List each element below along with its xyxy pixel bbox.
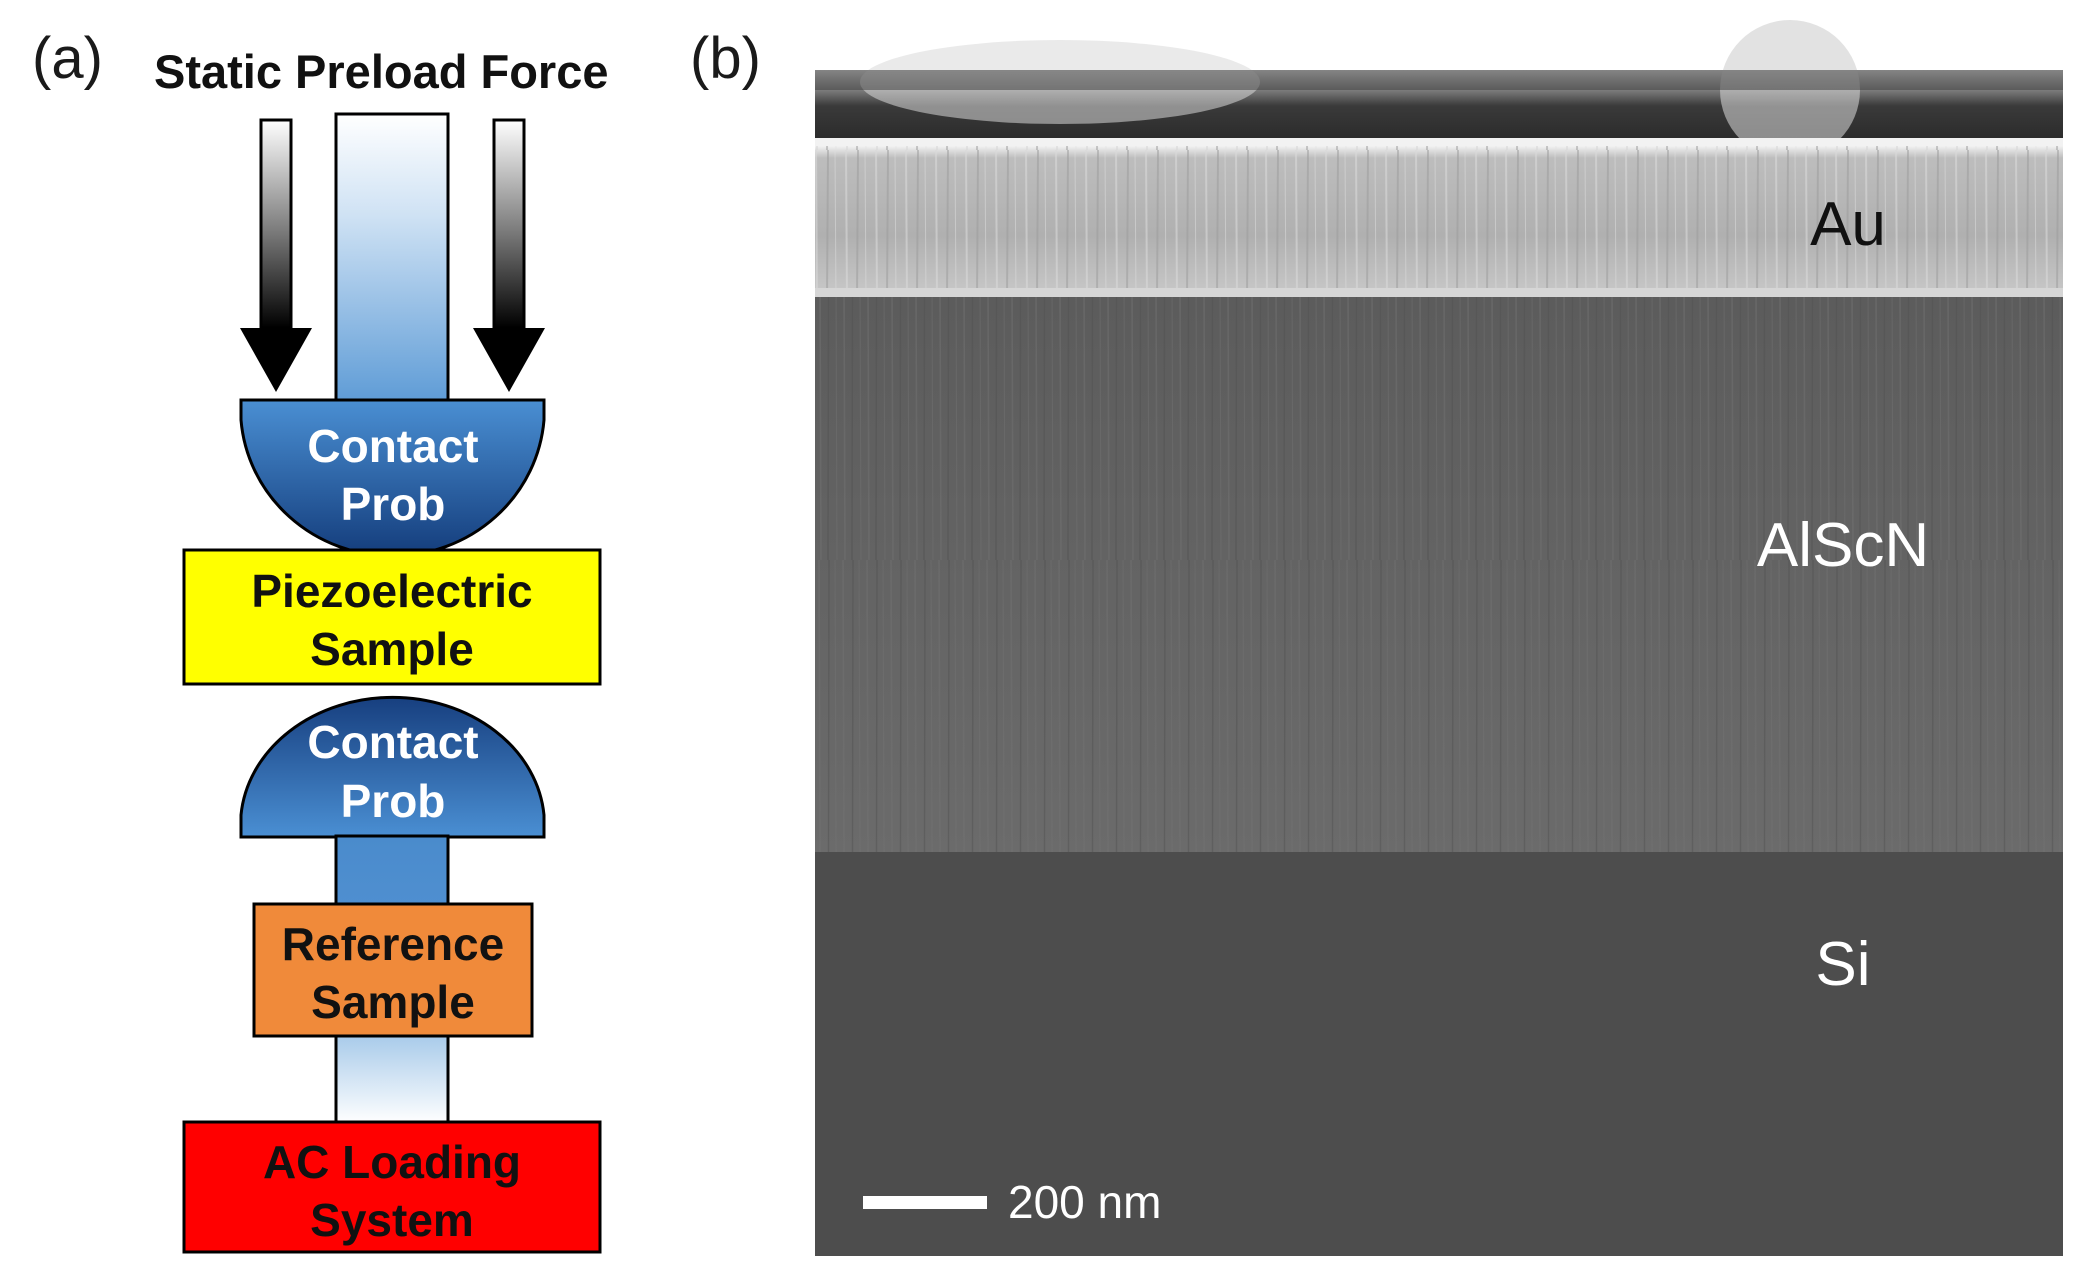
top-rod [334,112,450,406]
ac-loading-system-box [182,1120,602,1254]
layer-label-si: Si [1815,930,1870,999]
reference-label-2: Sample [311,976,475,1028]
force-arrow-right [473,118,545,392]
scale-bar [863,1196,987,1209]
force-arrow-left [240,118,312,392]
bottom-probe-label-2: Prob [341,775,446,827]
top-probe-label-2: Prob [341,478,446,530]
scale-bar-label: 200 nm [1008,1176,1161,1228]
panel-b-label: (b) [690,26,761,91]
mid-rod [334,834,450,908]
static-preload-force-title: Static Preload Force [154,45,609,98]
sem-micrograph [815,20,2063,1256]
ac-loading-label-2: System [310,1194,474,1246]
reference-label-1: Reference [282,918,504,970]
panel-a-label: (a) [32,26,103,91]
top-probe-label-1: Contact [307,420,478,472]
lower-rod [334,1034,450,1126]
ac-loading-label-1: AC Loading [263,1136,521,1188]
bottom-probe-label-1: Contact [307,716,478,768]
piezo-label-1: Piezoelectric [251,565,532,617]
piezo-label-2: Sample [310,623,474,675]
piezoelectric-sample-box [182,548,602,686]
layer-label-au: Au [1810,190,1886,259]
bottom-contact-probe [239,695,546,839]
layer-label-alscn: AlScN [1757,511,1929,580]
